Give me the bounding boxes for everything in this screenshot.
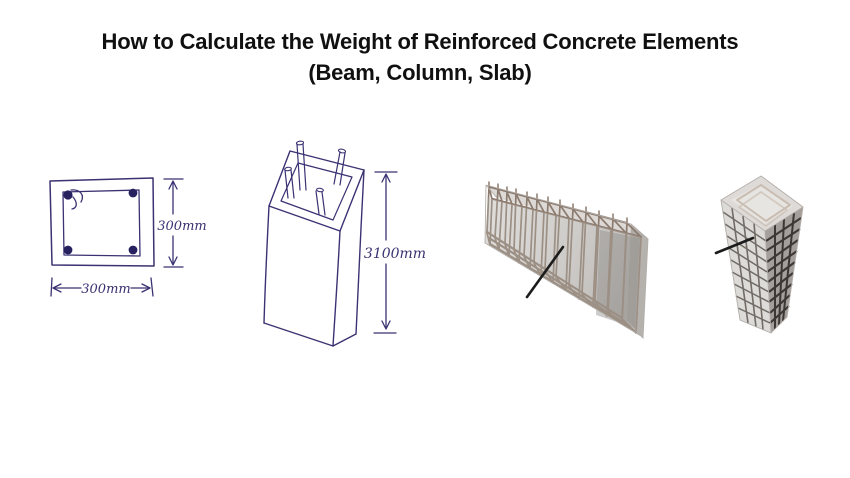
left-vertical-bars — [731, 207, 764, 331]
dimension-arrowheads — [52, 283, 151, 293]
body-bottom-edge — [263, 322, 357, 347]
cross-section-width-dimension: 300mm — [50, 277, 154, 297]
title-line-1: How to Calculate the Weight of Reinforce… — [101, 29, 739, 54]
stirrup — [494, 188, 503, 251]
stirrup — [607, 218, 627, 325]
body-right-edge — [355, 169, 365, 335]
beam-3d-render — [484, 181, 649, 340]
dimension-line — [163, 178, 184, 268]
beam-edges — [484, 184, 649, 340]
body-left-edge — [263, 205, 270, 324]
column-right-grid — [765, 212, 802, 329]
dimension-arrowheads — [381, 173, 391, 330]
dowel-bar — [333, 151, 346, 186]
title-line-2: (Beam, Column, Slab) — [308, 60, 532, 85]
dowel-top — [337, 148, 347, 154]
rebar-dot — [128, 188, 138, 198]
dowel-bar — [296, 143, 307, 191]
column-body-outline — [263, 169, 365, 347]
beam-pointer-line — [525, 245, 565, 299]
stirrup-hook — [70, 189, 84, 210]
top-hoop — [738, 191, 788, 227]
column-cross-section-sketch: 300mm 300mm — [49, 177, 207, 297]
column-left-grid — [722, 207, 771, 331]
column-edges — [720, 175, 804, 334]
page-title: How to Calculate the Weight of Reinforce… — [0, 26, 840, 88]
dowel-top — [284, 166, 292, 172]
rebar-dot — [63, 190, 73, 200]
height-dimension-label: 300mm — [157, 219, 206, 234]
dowel-bar — [315, 190, 326, 216]
rebar-dot — [63, 245, 73, 255]
right-vertical-bars — [774, 212, 795, 329]
beam-concrete-veil — [485, 198, 646, 336]
dimension-line — [50, 277, 154, 297]
column-dowel-bars — [284, 140, 347, 216]
dimension-line — [373, 171, 398, 334]
column-left-veil — [721, 200, 771, 333]
rebar-dots — [63, 188, 138, 255]
top-hoop — [736, 184, 791, 222]
column-left-face — [721, 200, 771, 333]
beam-end-face — [627, 224, 648, 338]
stirrup-pins — [488, 181, 628, 224]
dowel-top — [295, 140, 305, 146]
column-3d-render — [714, 175, 804, 334]
cross-section-stirrup — [62, 189, 141, 257]
column-elevation-sketch: 3100mm — [263, 140, 426, 347]
dowel-top — [316, 187, 324, 193]
stirrup — [504, 191, 513, 257]
body-front-edge — [332, 230, 341, 347]
stirrup — [486, 186, 493, 246]
dowel-bar — [284, 169, 295, 199]
rebar-dot — [128, 245, 138, 255]
column-top-hoops — [736, 184, 791, 227]
column-pointer-line — [714, 236, 755, 255]
cross-section-outer-square — [49, 177, 155, 267]
column-height-dimension: 3100mm — [364, 171, 426, 334]
width-dimension-label: 300mm — [81, 282, 130, 297]
cross-section-height-dimension: 300mm — [157, 178, 207, 268]
stirrup — [523, 196, 534, 270]
column-height-label: 3100mm — [364, 246, 426, 262]
dimension-arrowheads — [168, 180, 178, 266]
stirrup — [544, 201, 557, 284]
